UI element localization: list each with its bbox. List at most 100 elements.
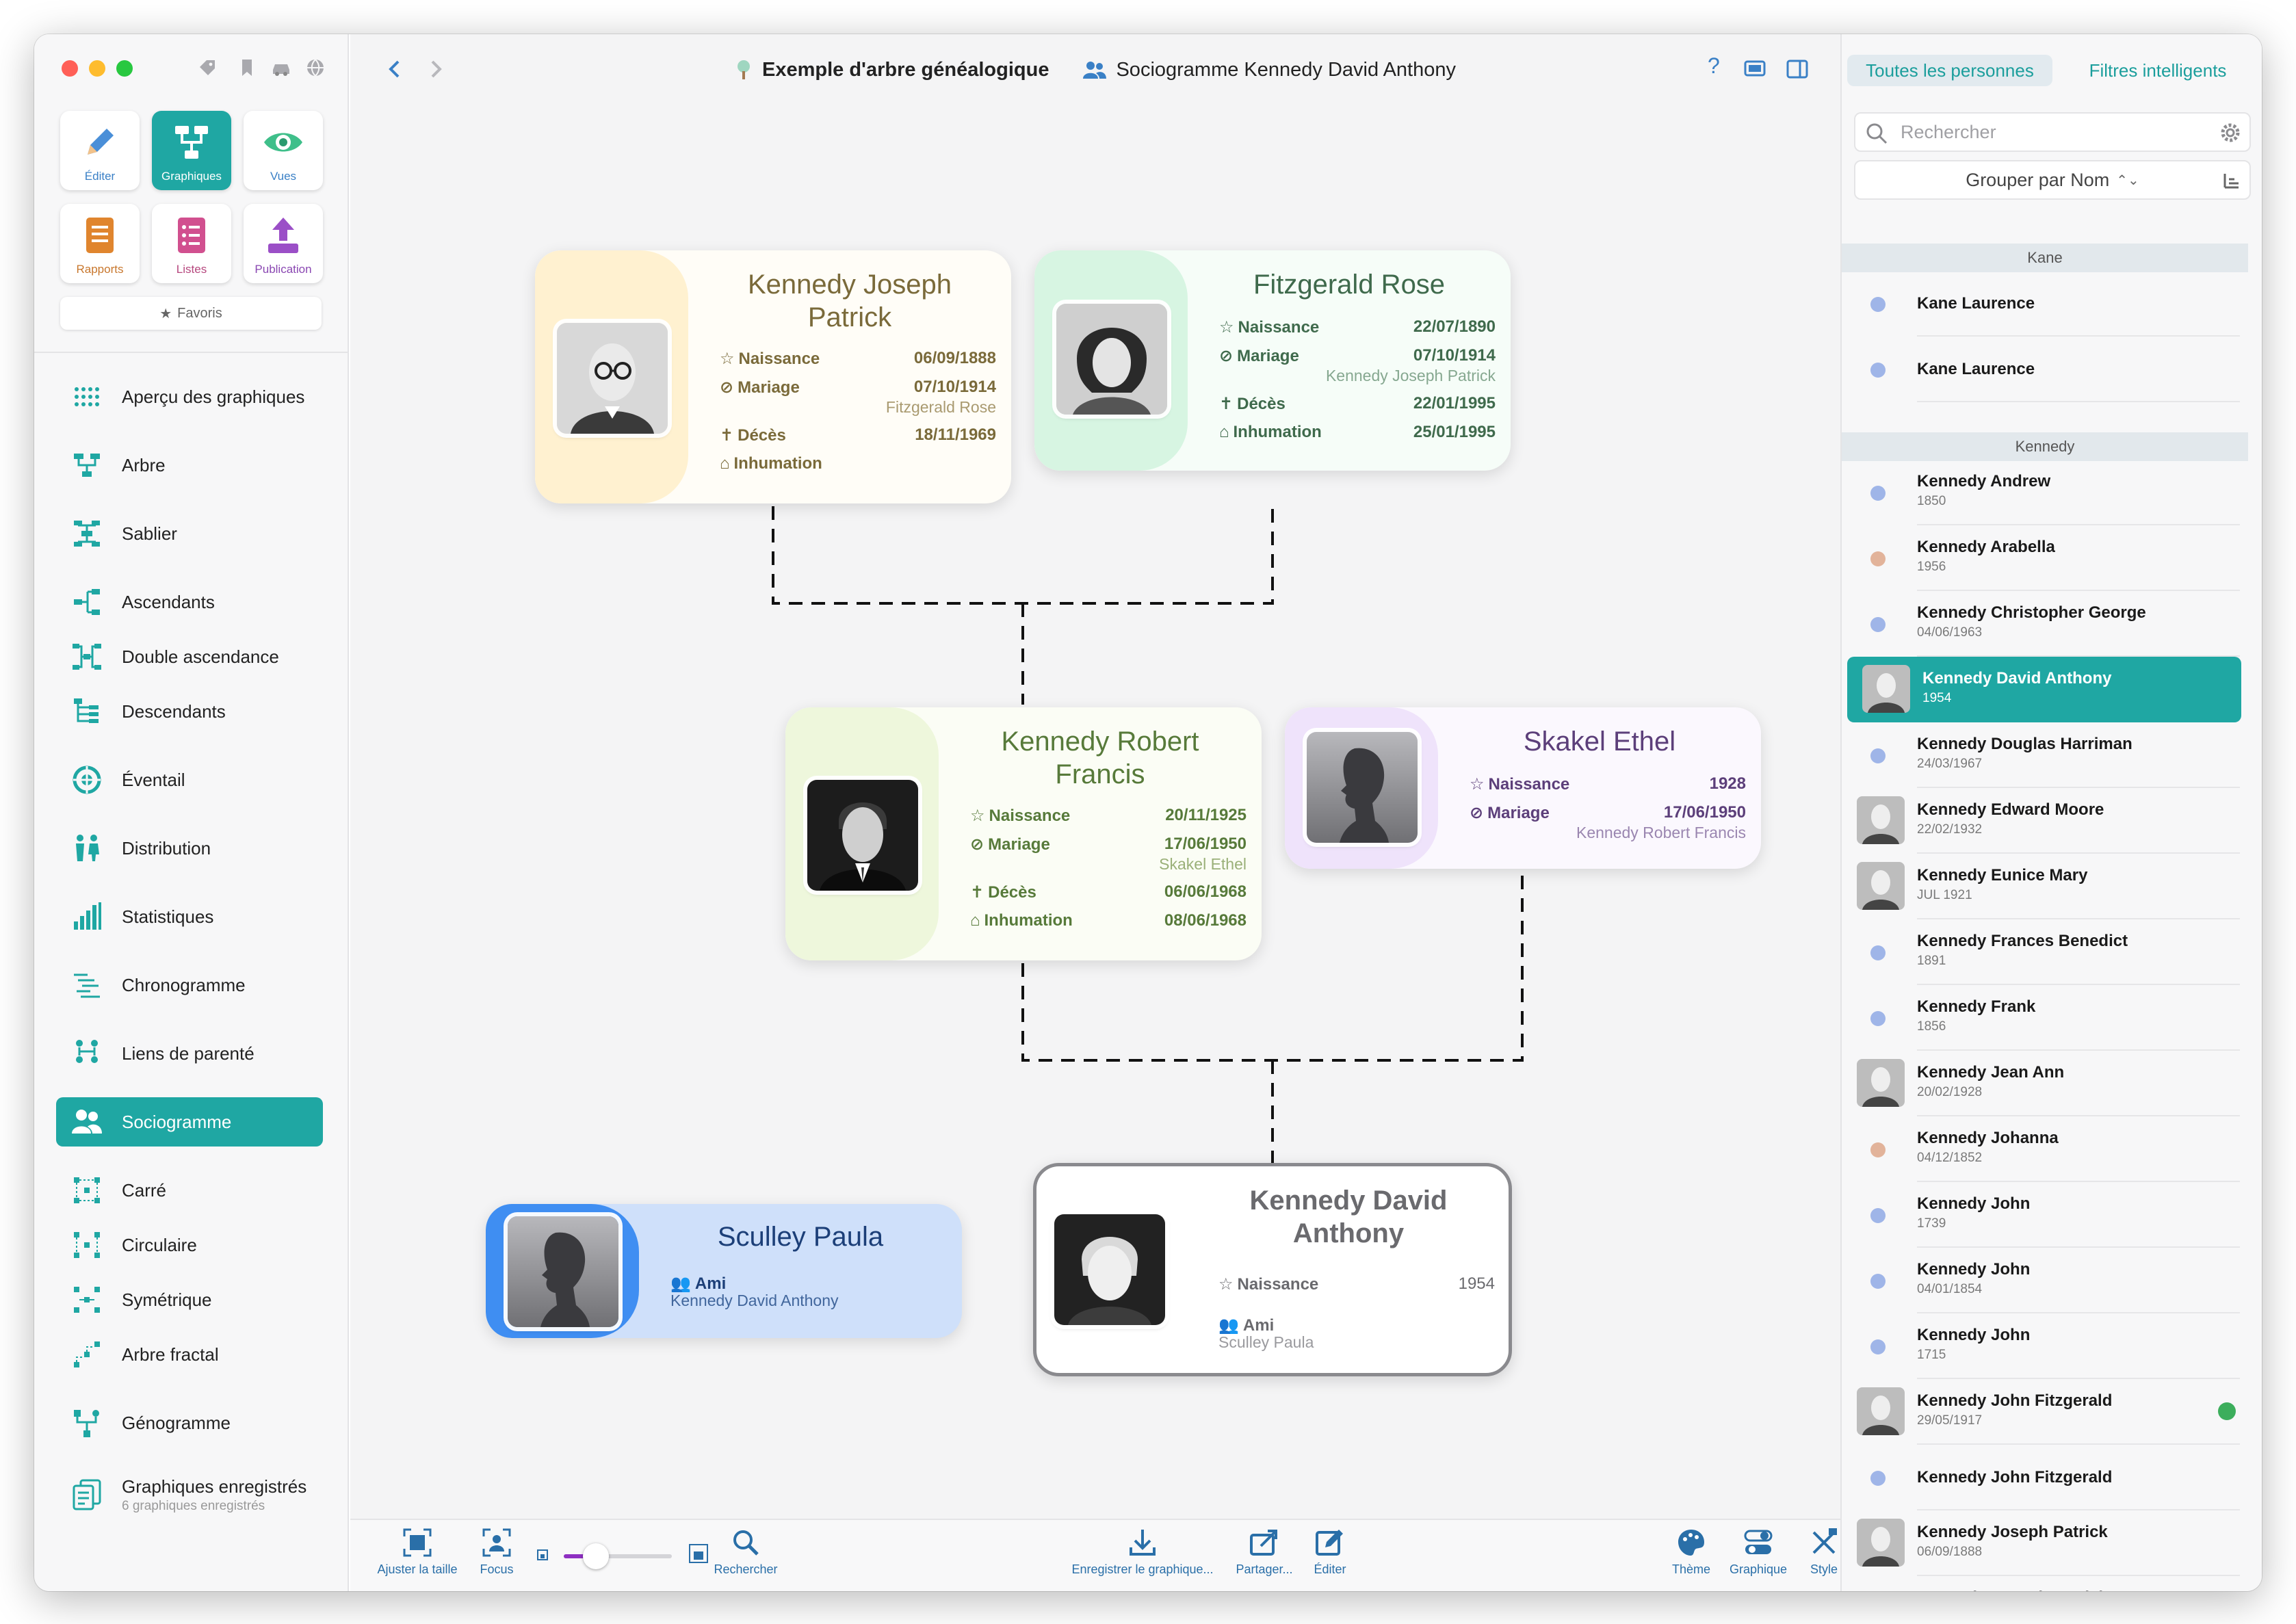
car-icon[interactable] xyxy=(271,57,291,78)
nav-item-timeline[interactable]: Chronogramme xyxy=(56,960,323,1010)
person-list-item[interactable]: Kane Laurence xyxy=(1842,337,2248,402)
charts-mode-button[interactable]: Graphiques xyxy=(152,111,231,190)
toggle-right-panel-icon[interactable] xyxy=(1786,59,1809,79)
gear-icon[interactable] xyxy=(2219,122,2241,144)
publication-mode-button[interactable]: Publication xyxy=(244,204,323,283)
zoom-out-icon[interactable] xyxy=(536,1549,549,1561)
person-card-sculley-paula[interactable]: Sculley Paula 👥Ami Kennedy David Anthony xyxy=(486,1204,962,1338)
edit-mode-button[interactable]: Éditer xyxy=(60,111,140,190)
female-marker-icon xyxy=(1870,551,1886,566)
nav-item-square[interactable]: Carré xyxy=(56,1166,323,1215)
person-list-item[interactable]: Kennedy Joseph Patrick1952 xyxy=(1842,1576,2248,1591)
sort-icon[interactable] xyxy=(2222,171,2241,190)
birth-label: Naissance xyxy=(989,806,1071,825)
zoom-in-icon[interactable] xyxy=(688,1543,709,1564)
lists-mode-label: Listes xyxy=(176,263,207,276)
burial-date: 25/01/1995 xyxy=(1413,423,1496,441)
views-mode-button[interactable]: Vues xyxy=(244,111,323,190)
person-name: Kennedy Joseph Patrick xyxy=(747,270,952,332)
reports-icon xyxy=(86,218,114,253)
fit-size-button[interactable]: Ajuster la taille xyxy=(363,1527,472,1577)
birth-label: Naissance xyxy=(1238,317,1320,337)
person-list-item[interactable]: Kennedy John Fitzgerald xyxy=(1842,1445,2248,1510)
section-header: Kane xyxy=(1842,244,2248,272)
help-icon[interactable]: ? xyxy=(1708,53,1720,78)
nav-item-ancestors[interactable]: Ascendants xyxy=(56,577,323,627)
person-name: Kennedy David Anthony xyxy=(1922,669,2112,687)
edit-chart-button[interactable]: Éditer xyxy=(1275,1527,1385,1577)
chart-options-button[interactable]: Graphique xyxy=(1704,1527,1813,1577)
nav-item-kinship[interactable]: Liens de parenté xyxy=(56,1029,323,1078)
style-button[interactable]: Style xyxy=(1769,1527,1879,1577)
search-button[interactable]: Rechercher xyxy=(691,1527,800,1577)
save-chart-button[interactable]: Enregistrer le graphique... xyxy=(1071,1527,1214,1577)
display-mode-icon[interactable] xyxy=(1743,59,1766,79)
bookmark-icon[interactable] xyxy=(237,57,257,78)
nav-item-sociogram[interactable]: Sociogramme xyxy=(56,1097,323,1147)
close-window-button[interactable] xyxy=(62,60,78,77)
back-chevron-icon[interactable] xyxy=(384,59,405,79)
nav-label: Distribution xyxy=(122,837,211,859)
cross-icon: ✝ xyxy=(720,426,734,445)
minimize-window-button[interactable] xyxy=(89,60,105,77)
nav-item-double-ancestry[interactable]: Double ascendance xyxy=(56,632,323,681)
nav-item-descendants[interactable]: Descendants xyxy=(56,687,323,736)
zoom-slider-track[interactable] xyxy=(564,1543,672,1569)
person-list-item[interactable]: Kane Laurence xyxy=(1842,271,2248,337)
nav-item-distribution[interactable]: Distribution xyxy=(56,824,323,873)
tab-smart-filters[interactable]: Filtres intelligents xyxy=(2058,55,2258,86)
tombstone-icon: ⌂ xyxy=(1219,423,1229,441)
person-date: 1856 xyxy=(1917,1019,1946,1034)
theme-button[interactable]: Thème xyxy=(1636,1527,1746,1577)
focus-button[interactable]: Focus xyxy=(442,1527,551,1577)
rings-icon: ⊘ xyxy=(970,835,984,854)
nav-item-fractal-tree[interactable]: Arbre fractal xyxy=(56,1330,323,1379)
zoom-slider-knob[interactable] xyxy=(583,1543,610,1569)
male-marker-icon xyxy=(1870,1208,1886,1223)
nav-item-statistics[interactable]: Statistiques xyxy=(56,892,323,941)
group-by-select[interactable]: Grouper par Nom ⌃⌄ xyxy=(1854,160,2251,200)
nav-item-overview[interactable]: Aperçu des graphiques xyxy=(56,372,323,421)
share-button[interactable]: Partager... xyxy=(1210,1527,1319,1577)
search-field[interactable]: Rechercher xyxy=(1854,112,2251,152)
lists-mode-button[interactable]: Listes xyxy=(152,204,231,283)
nav-item-symmetric[interactable]: Symétrique xyxy=(56,1275,323,1324)
globe-icon[interactable] xyxy=(305,57,326,78)
nav-item-circular[interactable]: Circulaire xyxy=(56,1220,323,1270)
friend-name: Kennedy David Anthony xyxy=(670,1292,839,1309)
nav-item-hourglass[interactable]: Sablier xyxy=(56,509,323,558)
nav-item-genogram[interactable]: Génogramme xyxy=(56,1398,323,1448)
nav-item-tree[interactable]: Arbre xyxy=(56,441,323,490)
reports-mode-button[interactable]: Rapports xyxy=(60,204,140,283)
forward-chevron-icon[interactable] xyxy=(426,59,446,79)
tag-icon[interactable] xyxy=(197,57,218,78)
tab-all-persons[interactable]: Toutes les personnes xyxy=(1847,55,2052,86)
zoom-window-button[interactable] xyxy=(116,60,133,77)
person-name: Kennedy Joseph Patrick xyxy=(1917,1523,2108,1541)
favorites-button[interactable]: ★Favoris xyxy=(60,297,322,330)
nav-item-fan[interactable]: Éventail xyxy=(56,755,323,804)
